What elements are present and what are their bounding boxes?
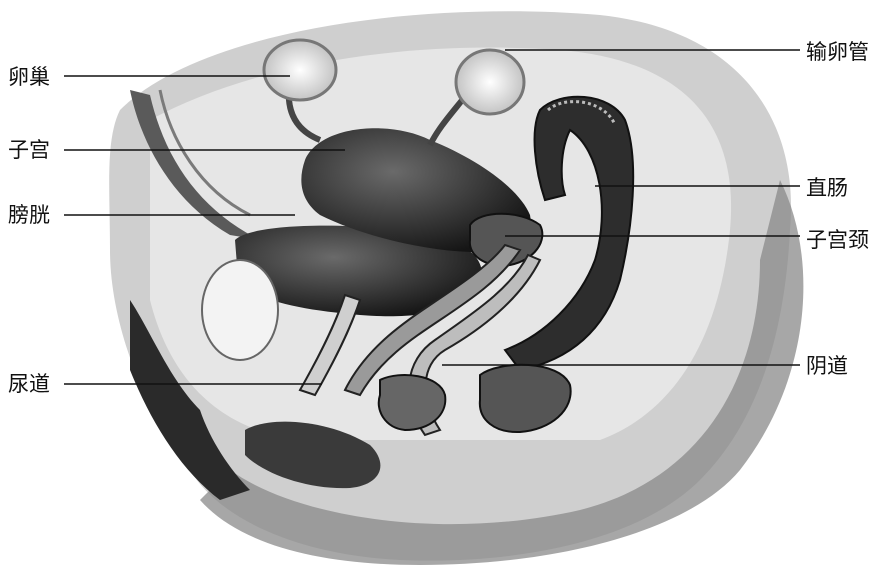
label-cervix: 子宫颈	[806, 228, 869, 252]
label-rectum: 直肠	[806, 176, 848, 200]
label-fallopian-tube: 输卵管	[806, 40, 869, 64]
label-uterus: 子宫	[8, 138, 50, 162]
label-bladder: 膀胱	[8, 203, 50, 227]
label-urethra: 尿道	[8, 372, 50, 396]
label-vagina: 阴道	[806, 354, 848, 378]
label-ovary: 卵巢	[8, 65, 50, 89]
